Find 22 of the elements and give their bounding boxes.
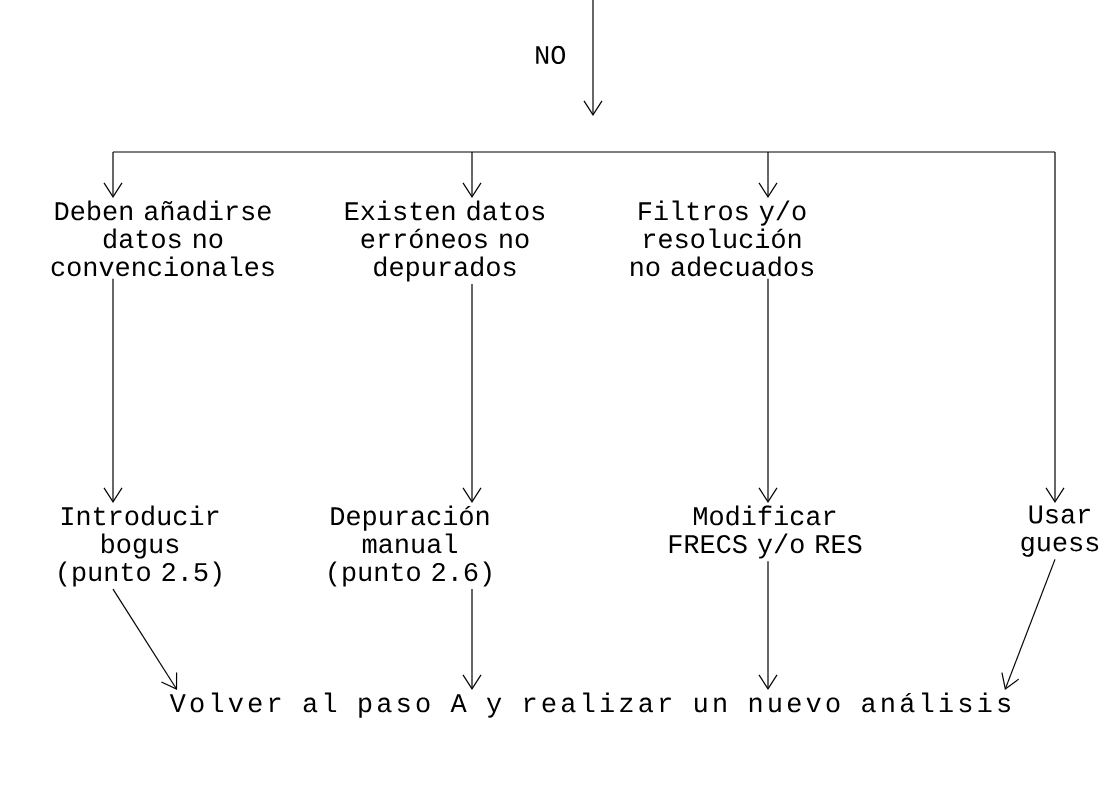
- step-text: Introducir bogus (punto 2.5): [59, 505, 221, 587]
- arrow: [1001, 558, 1056, 690]
- arrow: [112, 588, 178, 690]
- arrow: [758, 560, 778, 690]
- step-text: Depuración manual (punto 2.6): [329, 505, 491, 587]
- arrow: [103, 278, 123, 503]
- arrow: [462, 151, 482, 198]
- step-text: Existen datos erróneos no depurados: [345, 200, 545, 282]
- step-text: Modificar FRECS y/o RES: [669, 505, 862, 559]
- arrow: [1045, 151, 1065, 503]
- edge-label: NO: [532, 43, 569, 67]
- branch-line: [112, 151, 1056, 153]
- step-text: Volver al paso A y realizar un nuevo análisis: [169, 692, 1010, 718]
- arrow: [758, 151, 778, 198]
- step-text: Filtros y/o resolución no adecuados: [631, 200, 814, 277]
- step-text: Deben añadirse datos no convencionales: [51, 200, 274, 277]
- arrow: [103, 151, 123, 198]
- arrow: [462, 283, 482, 503]
- arrow: [758, 278, 778, 503]
- arrow: [583, 0, 603, 116]
- step-text: Usar guess: [1021, 505, 1099, 557]
- arrow: [462, 588, 482, 690]
